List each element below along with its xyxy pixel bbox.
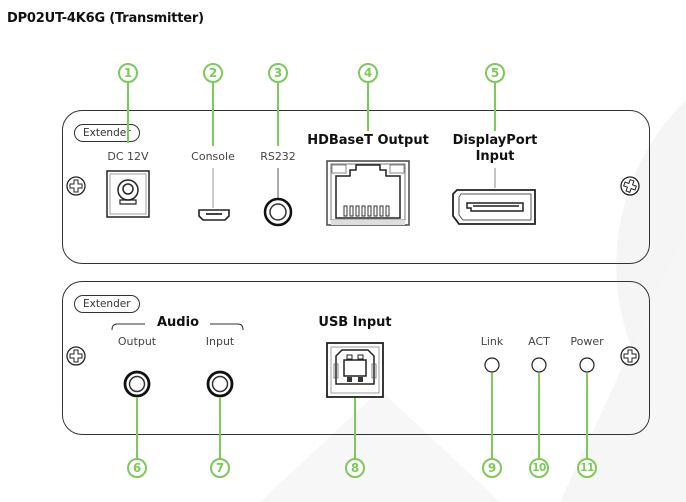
callout-line	[212, 83, 214, 146]
port-connector-line	[494, 168, 496, 188]
audio-group-label: Audio	[156, 315, 200, 330]
port-label-dc-12v: DC 12V	[107, 150, 149, 163]
screw-icon	[66, 176, 86, 196]
screw-icon	[620, 176, 640, 196]
callout-line	[586, 373, 588, 458]
screw-icon	[66, 346, 86, 366]
displayport-icon	[452, 189, 536, 225]
callout-4: 4	[358, 63, 378, 83]
callout-line	[219, 398, 221, 458]
callout-3: 3	[268, 63, 288, 83]
port-label-console: Console	[191, 150, 235, 163]
led-icon	[484, 357, 500, 373]
led-label-power: Power	[570, 335, 604, 348]
label-line: DisplayPort	[452, 133, 538, 148]
callout-11: 11	[577, 458, 597, 478]
port-label-hdbaset-output: HDBaseT Output	[307, 133, 429, 148]
callout-line	[136, 398, 138, 458]
callout-line	[277, 83, 279, 146]
rj45-port-icon	[326, 160, 410, 226]
callout-line	[494, 83, 496, 131]
port-label-audio-output: Output	[117, 335, 157, 348]
audio-group-bracket	[111, 323, 244, 331]
led-label-act: ACT	[528, 335, 550, 348]
audio-jack-icon	[123, 370, 151, 398]
front-panel-bottom	[62, 281, 650, 435]
callout-7: 7	[210, 458, 230, 478]
port-label-usb-input: USB Input	[318, 315, 392, 330]
callout-line	[354, 398, 356, 458]
port-connector-line	[212, 168, 214, 208]
led-label-link: Link	[480, 335, 504, 348]
callout-line	[491, 373, 493, 458]
callout-line	[367, 83, 369, 131]
callout-6: 6	[127, 458, 147, 478]
callout-9: 9	[482, 458, 502, 478]
callout-line	[538, 373, 540, 458]
screw-icon	[620, 346, 640, 366]
port-label-displayport-input: DisplayPort Input	[453, 133, 538, 165]
callout-10: 10	[529, 458, 549, 478]
audio-jack-icon	[263, 197, 293, 227]
callout-line	[127, 83, 129, 143]
port-label-rs232: RS232	[260, 150, 296, 163]
label-line: Input	[475, 149, 515, 164]
audio-jack-icon	[206, 370, 234, 398]
extender-badge: Extender	[74, 295, 140, 313]
led-icon	[531, 357, 547, 373]
extender-badge: Extender	[74, 124, 140, 142]
port-label-audio-input: Input	[205, 335, 235, 348]
usb-b-port-icon	[326, 342, 384, 398]
port-connector-line	[277, 168, 279, 198]
dc-power-jack-icon	[106, 170, 150, 218]
micro-usb-port-icon	[198, 209, 230, 221]
led-icon	[579, 357, 595, 373]
callout-5: 5	[485, 63, 505, 83]
callout-8: 8	[345, 458, 365, 478]
callout-2: 2	[203, 63, 223, 83]
callout-1: 1	[118, 63, 138, 83]
page-title: DP02UT-4K6G (Transmitter)	[7, 11, 204, 26]
front-panel-top	[62, 110, 650, 264]
